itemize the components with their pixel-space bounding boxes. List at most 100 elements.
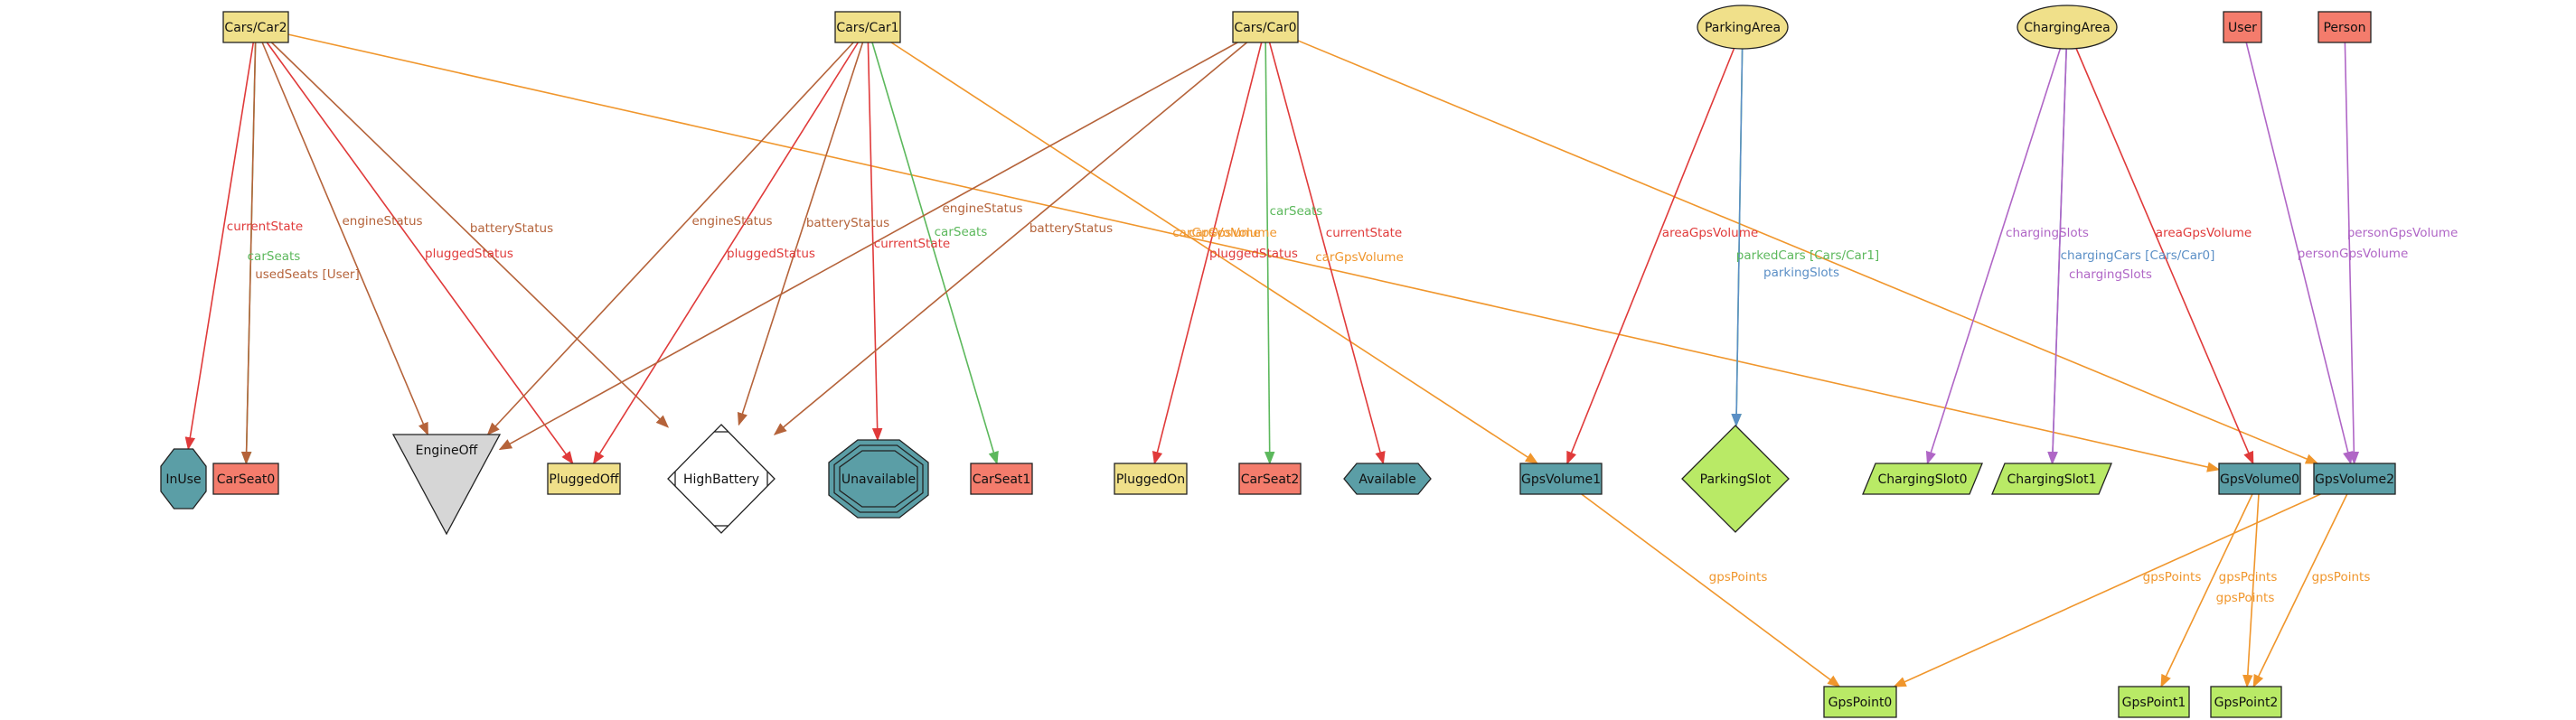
edge-label: carSeats xyxy=(1270,204,1323,219)
node-label: GpsVolume1 xyxy=(1521,472,1601,487)
edge-car2-to-gpsVolume0 xyxy=(287,33,2221,472)
node-label: PluggedOn xyxy=(1116,472,1185,487)
node-label: EngineOff xyxy=(416,444,478,458)
node-label: GpsVolume2 xyxy=(2315,472,2394,487)
edge-parkingArea-to-parkingSlot xyxy=(1731,48,1744,427)
edge-label: gpsPoints xyxy=(2219,570,2278,584)
node-car0: Cars/Car0 xyxy=(1232,11,1299,43)
edge-parkingArea-to-gpsVolume1 xyxy=(1566,48,1735,465)
edge-label: pluggedStatus xyxy=(425,247,513,261)
node-label: ChargingArea xyxy=(2024,21,2111,35)
edge-label: carSeats xyxy=(935,225,988,239)
node-car2: Cars/Car2 xyxy=(222,11,289,43)
edge-car1-to-gpsVolume1 xyxy=(890,42,1539,464)
edge-car0-to-engineOff xyxy=(498,42,1238,451)
edge-label: personGpsVolume xyxy=(2298,247,2409,261)
node-label: Cars/Car0 xyxy=(1234,21,1296,35)
node-label: PluggedOff xyxy=(549,472,618,487)
edge-user-to-gpsVolume2 xyxy=(2245,42,2354,465)
node-high-battery: HighBattery xyxy=(667,424,776,534)
edge-gpsVolume0-to-gpsPoint2 xyxy=(2242,493,2260,688)
edge-label: currentState xyxy=(227,220,303,234)
edge-label: carGpsVolume xyxy=(1189,226,1277,240)
node-label: GpsPoint1 xyxy=(2122,696,2186,710)
node-label: CarSeat1 xyxy=(973,472,1031,487)
edge-label: currentState xyxy=(1326,226,1402,240)
edge-chargingArea-to-chargingSlot0 xyxy=(1925,48,2062,465)
edge-car0-to-carSeat2 xyxy=(1264,42,1275,465)
node-label: ParkingArea xyxy=(1705,21,1781,35)
edge-car2-to-engineOff xyxy=(261,42,429,436)
edge-label: engineStatus xyxy=(691,214,772,229)
edge-car2-to-pluggedOff xyxy=(266,42,574,465)
edge-car0-to-available xyxy=(1268,42,1386,465)
edge-label: areaGpsVolume xyxy=(1662,226,1758,240)
edge-label: pluggedStatus xyxy=(1209,247,1298,261)
node-gps-point0: GpsPoint0 xyxy=(1823,686,1897,718)
edge-label: gpsPoints xyxy=(1709,570,1768,584)
node-car1: Cars/Car1 xyxy=(834,11,901,43)
node-label: ParkingSlot xyxy=(1700,472,1772,487)
node-label: GpsPoint2 xyxy=(2214,696,2279,710)
node-in-use: InUse xyxy=(160,448,207,510)
edge-label: engineStatus xyxy=(942,201,1022,216)
edge-car1-to-carSeat1 xyxy=(871,42,999,465)
edge-chargingArea-to-chargingSlot1 xyxy=(2047,48,2067,465)
node-unavailable: Unavailable xyxy=(828,439,929,519)
edge-label: personGpsVolume xyxy=(2347,226,2458,240)
node-charging-slot0: ChargingSlot0 xyxy=(1862,463,1983,495)
node-user: User xyxy=(2223,11,2262,43)
edge-car2-to-inUse xyxy=(184,42,255,451)
edge-gpsVolume2-to-gpsPoint2 xyxy=(2252,493,2348,688)
edge-chargingArea-to-gpsVolume0 xyxy=(2075,48,2254,465)
edge-gpsVolume0-to-gpsPoint1 xyxy=(2160,493,2253,688)
node-engine-off: EngineOff xyxy=(391,434,502,536)
node-parking-slot: ParkingSlot xyxy=(1681,425,1790,533)
node-charging-area: ChargingArea xyxy=(2017,5,2118,50)
edge-label: pluggedStatus xyxy=(727,247,815,261)
node-label: User xyxy=(2228,21,2257,35)
node-plugged-on: PluggedOn xyxy=(1114,463,1188,495)
edge-label: areaGpsVolume xyxy=(2156,226,2252,240)
node-car-seat2: CarSeat2 xyxy=(1238,463,1302,495)
node-label: CarSeat2 xyxy=(1241,472,1300,487)
edge-label: parkedCars [Cars/Car1] xyxy=(1736,248,1879,263)
edge-car1-to-unavailable xyxy=(867,42,883,442)
node-label: Person xyxy=(2323,21,2365,35)
edge-label: batteryStatus xyxy=(1029,221,1113,236)
node-gps-volume0: GpsVolume0 xyxy=(2218,463,2301,495)
node-label: InUse xyxy=(165,472,201,487)
edge-car2-to-highBattery xyxy=(270,42,670,428)
edge-car0-to-highBattery xyxy=(773,42,1248,435)
edge-car1-to-pluggedOff xyxy=(592,42,860,465)
edge-label: batteryStatus xyxy=(470,221,553,236)
edge-label: engineStatus xyxy=(342,214,422,229)
node-label: Cars/Car1 xyxy=(836,21,898,35)
node-label: Cars/Car2 xyxy=(224,21,287,35)
node-plugged-off: PluggedOff xyxy=(547,463,621,495)
edge-car0-to-pluggedOn xyxy=(1152,42,1263,465)
node-label: CarSeat0 xyxy=(217,472,276,487)
node-label: ChargingSlot0 xyxy=(1877,472,1967,487)
edge-label: chargingSlots xyxy=(2006,226,2089,240)
node-car-seat1: CarSeat1 xyxy=(970,463,1033,495)
edge-car0-to-gpsVolume2 xyxy=(1297,40,2319,464)
edge-label: batteryStatus xyxy=(806,216,889,230)
node-label: Available xyxy=(1359,472,1415,487)
edge-car1-to-highBattery xyxy=(737,42,864,426)
edge-label: gpsPoints xyxy=(2216,591,2275,605)
edge-label: currentState xyxy=(874,237,950,251)
node-gps-volume1: GpsVolume1 xyxy=(1519,463,1603,495)
node-gps-point1: GpsPoint1 xyxy=(2118,686,2190,718)
node-gps-volume2: GpsVolume2 xyxy=(2313,463,2396,495)
node-label: GpsVolume0 xyxy=(2220,472,2299,487)
node-gps-point2: GpsPoint2 xyxy=(2210,686,2282,718)
node-person: Person xyxy=(2317,11,2372,43)
edge-gpsVolume1-to-gpsPoint0 xyxy=(1581,493,1841,687)
edges-layer xyxy=(184,33,2360,688)
node-car-seat0: CarSeat0 xyxy=(212,463,279,495)
node-label: ChargingSlot1 xyxy=(2007,472,2096,487)
